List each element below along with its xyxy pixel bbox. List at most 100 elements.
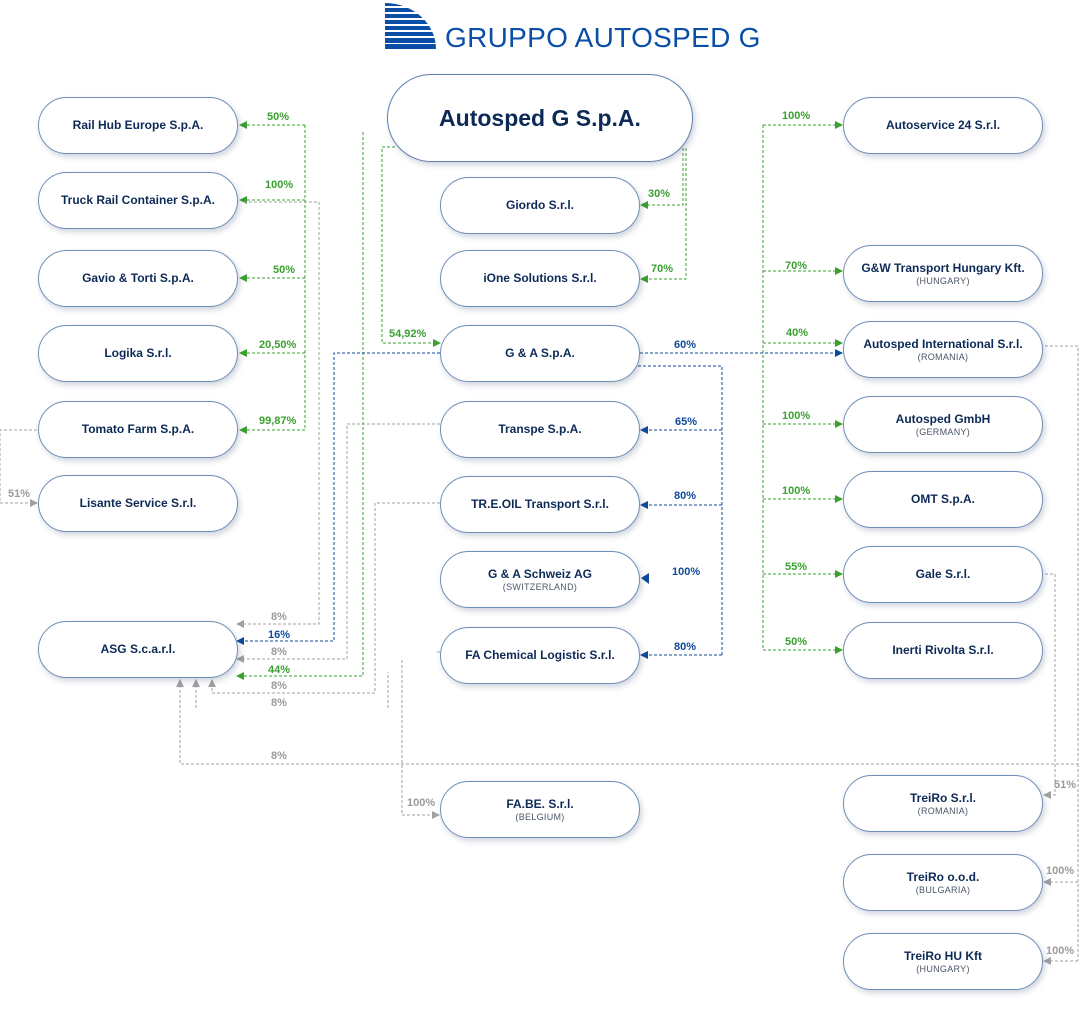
node-name: TreiRo HU Kft [904,948,982,963]
node-country: (GERMANY) [915,426,971,437]
pct-gale: 55% [785,561,808,573]
node-name: Tomato Farm S.p.A. [81,422,195,436]
pct-omt: 100% [782,485,811,497]
node-asg: ASG S.c.a.r.l. [38,621,238,678]
node-name: Autoservice 24 S.r.l. [885,118,1001,132]
pct-rail-hub: 50% [267,111,290,123]
node-autoservice-24: Autoservice 24 S.r.l. [843,97,1043,154]
line-asg-truck-rail [236,201,320,628]
node-tomato-farm: Tomato Farm S.p.A. [38,401,238,458]
node-name: Transpe S.p.A. [498,422,582,436]
pct-asg-root: 44% [268,664,291,676]
line-ga [381,146,441,347]
pct-ione: 70% [651,263,674,275]
node-name: Autosped GmbH [895,411,991,426]
node-transpe: Transpe S.p.A. [440,401,640,458]
pct-treiro-hu: 100% [1046,945,1075,957]
pct-asg-intl: 8% [271,750,287,762]
node-autosped-g: Autosped G S.p.A. [387,74,693,162]
node-name: TreiRo S.r.l. [909,790,977,805]
pct-intl: 40% [786,327,809,339]
pct-asg-treoil: 8% [271,680,287,692]
node-name: TreiRo o.o.d. [906,869,980,884]
node-omt: OMT S.p.A. [843,471,1043,528]
pct-asg-fa-chemical: 8% [271,697,287,709]
node-autosped-gmbh: Autosped GmbH (GERMANY) [843,396,1043,453]
pct-transpe: 65% [675,416,698,428]
node-name: Giordo S.r.l. [505,198,574,212]
node-name: Logika S.r.l. [104,346,172,360]
pct-treiro-bg: 100% [1046,865,1075,877]
node-lisante-service: Lisante Service S.r.l. [38,475,238,532]
node-name: Rail Hub Europe S.p.A. [72,118,204,132]
node-ione-solutions: iOne Solutions S.r.l. [440,250,640,307]
node-country: (BELGIUM) [515,811,565,822]
pct-asg-truck-rail: 8% [271,611,287,623]
node-rail-hub-europe: Rail Hub Europe S.p.A. [38,97,238,154]
pct-gw: 70% [785,260,808,272]
node-gale: Gale S.r.l. [843,546,1043,603]
header: GRUPPO AUTOSPED G [383,0,760,58]
line-asg-treoil [208,502,440,694]
arrow-ga-schweiz [641,573,649,584]
node-autosped-international: Autosped International S.r.l. (ROMANIA) [843,321,1043,378]
node-name: G & A Schweiz AG [487,566,592,581]
node-country: (HUNGARY) [916,963,970,974]
line-asg-ga [236,352,440,645]
node-name: Truck Rail Container S.p.A. [60,193,216,207]
pct-giordo: 30% [648,188,671,200]
node-name: ASG S.c.a.r.l. [100,642,176,656]
pct-treiro-ro: 51% [1054,779,1077,791]
node-gavio-torti: Gavio & Torti S.p.A. [38,250,238,307]
node-fa-chemical: FA Chemical Logistic S.r.l. [440,627,640,684]
node-name: iOne Solutions S.r.l. [483,271,597,285]
node-inerti-rivolta: Inerti Rivolta S.r.l. [843,622,1043,679]
line-fabe [401,660,440,819]
node-name: FA Chemical Logistic S.r.l. [465,648,615,662]
pct-treoil: 80% [674,490,697,502]
node-name: Autosped International S.r.l. [863,336,1023,351]
pct-logika: 20,50% [259,339,297,351]
pct-lisante: 51% [8,488,31,500]
pct-asg-ga: 16% [268,629,291,641]
line-asg-transpe [236,423,440,663]
node-country: (HUNGARY) [916,275,970,286]
pct-fabe: 100% [407,797,436,809]
node-name: G & A S.p.A. [505,346,575,360]
pct-gmbh: 100% [782,410,811,422]
node-fabe: FA.BE. S.r.l. (BELGIUM) [440,781,640,838]
pct-asg-transpe: 8% [271,646,287,658]
node-name: G&W Transport Hungary Kft. [861,260,1025,275]
pct-autoservice: 100% [782,110,811,122]
node-name: Gale S.r.l. [915,567,971,581]
node-name: Autosped G S.p.A. [439,105,641,131]
node-ga: G & A S.p.A. [440,325,640,382]
line-giordo [640,148,684,209]
striped-quarter-circle-logo-icon [385,3,436,49]
line-asg-root [236,132,364,680]
pct-ga-to-intl: 60% [674,339,697,351]
node-truck-rail-container: Truck Rail Container S.p.A. [38,172,238,229]
pct-tomato: 99,87% [259,415,297,427]
node-country: (ROMANIA) [917,805,969,816]
pct-fa-chemical: 80% [674,641,697,653]
node-treiro-bulgaria: TreiRo o.o.d. (BULGARIA) [843,854,1043,911]
node-treoil: TR.E.OIL Transport S.r.l. [440,476,640,533]
node-giordo: Giordo S.r.l. [440,177,640,234]
node-name: Inerti Rivolta S.r.l. [892,643,994,657]
pct-ga: 54,92% [389,328,427,340]
brand-name: GRUPPO AUTOSPED G [445,22,761,53]
node-country: (ROMANIA) [917,351,969,362]
node-name: FA.BE. S.r.l. [506,796,574,811]
pct-ga-schweiz: 100% [672,566,701,578]
blue-ga-trunk [638,365,723,655]
node-country: (BULGARIA) [915,884,971,895]
pct-inerti: 50% [785,636,808,648]
pct-gavio: 50% [273,264,296,276]
node-country: (SWITZERLAND) [502,581,578,592]
node-name: OMT S.p.A. [911,492,975,506]
node-logika: Logika S.r.l. [38,325,238,382]
node-treiro-hungary: TreiRo HU Kft (HUNGARY) [843,933,1043,990]
node-treiro-romania: TreiRo S.r.l. (ROMANIA) [843,775,1043,832]
